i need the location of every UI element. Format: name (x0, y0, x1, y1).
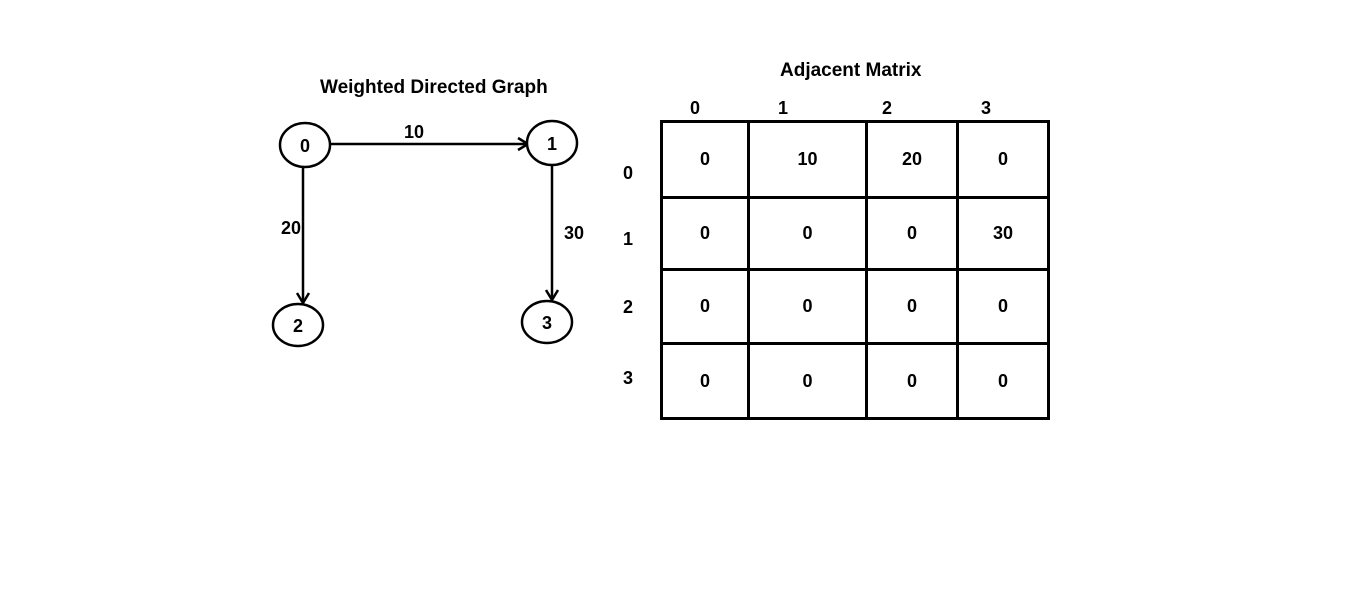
edge-weight-label: 30 (564, 223, 584, 243)
matrix-cell-r0-c0: 0 (663, 123, 750, 199)
matrix-row-label: 3 (623, 368, 634, 388)
matrix-title: Adjacent Matrix (780, 60, 922, 81)
graph-node-label: 1 (547, 134, 557, 154)
matrix-cell-r3-c2: 0 (868, 345, 959, 417)
graph-node-1 (525, 119, 579, 167)
matrix-cell-r3-c3: 0 (997, 370, 1008, 391)
graph-node-0 (278, 121, 332, 169)
arrowhead-1-to-3 (544, 289, 560, 303)
graph-node-2 (271, 302, 325, 348)
graph-node-3 (520, 299, 574, 345)
arrowhead-0-to-2 (295, 292, 311, 306)
matrix-cell-r1-c2: 0 (868, 199, 959, 271)
matrix-cell-r2-c3: 0 (959, 271, 1047, 345)
matrix-cell-r1-c0: 0 (663, 199, 750, 271)
matrix-col-label: 1 (778, 98, 789, 118)
matrix-cell-r2-c2: 0 (868, 271, 959, 345)
matrix-row-label: 1 (623, 229, 634, 249)
edge-weight-label: 10 (404, 122, 424, 142)
matrix-cell-r3-c1: 0 (750, 345, 868, 417)
graph-title: Weighted Directed Graph (320, 77, 548, 98)
matrix-col-label: 0 (690, 98, 701, 118)
matrix-col-label: 2 (882, 98, 893, 118)
matrix-cell-r0-c3: 0 (959, 123, 1047, 199)
graph-node-label: 0 (300, 136, 310, 156)
graph-node-label: 2 (293, 316, 303, 336)
graph-node-label: 3 (542, 313, 552, 333)
matrix-cell-r1-c3: 30 (959, 199, 1047, 271)
weighted-directed-graph: 10 20 30 0 1 2 3 (271, 119, 584, 348)
matrix-cell-r1-c1: 0 (750, 199, 868, 271)
matrix-cell-r0-c1: 10 (750, 123, 868, 199)
matrix-row-label: 2 (623, 297, 634, 317)
matrix-cell-r2-c0: 0 (663, 271, 750, 345)
graph-nodes: 0 1 2 3 (271, 119, 579, 348)
matrix-col-label: 3 (981, 98, 992, 118)
matrix-cell-r3-c0: 0 (663, 345, 750, 417)
matrix-cell-r0-c2: 20 (868, 123, 959, 199)
edge-weight-label: 20 (281, 218, 301, 238)
matrix-row-label: 0 (623, 163, 634, 183)
matrix-cell-r2-c1: 0 (750, 271, 868, 345)
